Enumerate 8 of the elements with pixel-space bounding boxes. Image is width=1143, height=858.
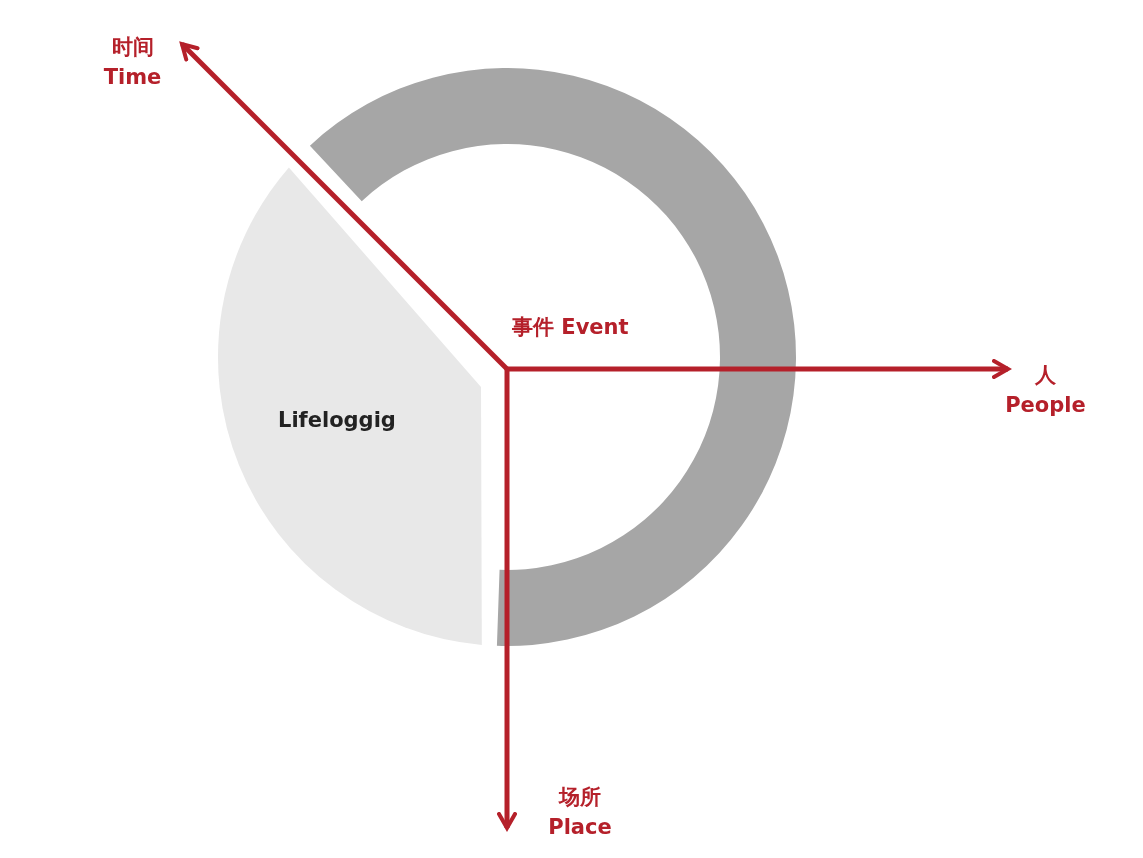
arrow bbox=[497, 369, 517, 830]
sector-label: Lifeloggig bbox=[278, 408, 396, 432]
axis-label: 场所 Place bbox=[540, 782, 620, 842]
arrow bbox=[180, 42, 509, 371]
center-label: 事件 Event bbox=[512, 314, 629, 341]
axis-label: 人 People bbox=[998, 360, 1093, 420]
arrow bbox=[507, 359, 1010, 379]
axis-label: 时间 Time bbox=[95, 32, 170, 92]
